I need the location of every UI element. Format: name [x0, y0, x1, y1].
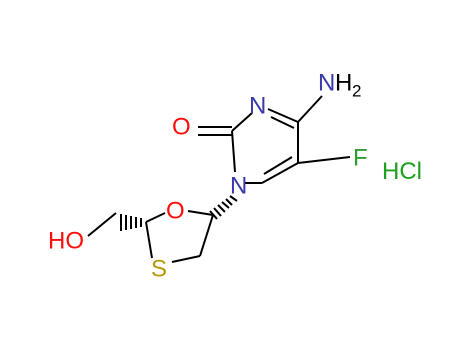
bond-c2prime-ch2-hashed	[120, 214, 142, 231]
bond-n3-c4-inner	[270, 116, 295, 129]
atom-oxygen-ring: O	[166, 197, 185, 224]
atom-sulfur: S	[151, 255, 167, 282]
bond-c5-c6	[261, 162, 299, 184]
bond-c4-nh2	[297, 95, 323, 123]
bond-n1-c5prime-hashed	[209, 195, 238, 220]
bond-n3-c4	[267, 108, 299, 123]
bond-c2prime-s	[145, 221, 153, 259]
bond-c5-c6-inner	[263, 156, 293, 175]
bond-oring-c2prime	[145, 212, 166, 223]
atom-amine-nitrogen: N	[318, 69, 335, 96]
salt-label: HCl	[382, 158, 422, 186]
atom-amine-subscript: 2	[352, 81, 361, 100]
atom-nitrogen-glycosidic: N	[230, 172, 247, 199]
bond-ch2-oh	[87, 212, 117, 237]
atom-hydroxyl: HO	[48, 227, 84, 254]
bond-s-c4prime	[171, 255, 201, 263]
atom-amine-hydrogen: H	[335, 69, 352, 96]
bond-c4prime-c5prime	[199, 214, 214, 257]
bond-n1-c2	[231, 130, 236, 173]
bond-c2-n3	[231, 112, 253, 132]
salt-text: HCl	[382, 158, 422, 185]
bond-c5prime-oring	[187, 210, 214, 216]
atom-fluorine: F	[353, 144, 368, 171]
bond-c5-f	[297, 156, 351, 164]
atom-nitrogen-ring: N	[249, 92, 266, 119]
atom-oxygen-carbonyl: O	[172, 113, 191, 140]
